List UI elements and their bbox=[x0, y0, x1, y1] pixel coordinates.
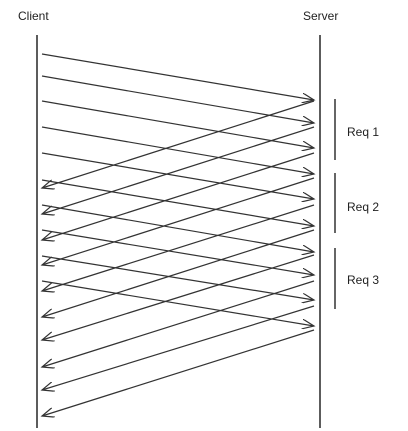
req-3-label: Req 3 bbox=[347, 273, 379, 287]
server-label: Server bbox=[303, 9, 338, 23]
response-arrow-3 bbox=[42, 152, 315, 240]
request-arrow-4 bbox=[41, 126, 314, 174]
request-arrow-8 bbox=[41, 229, 314, 275]
request-arrow-10 bbox=[41, 280, 314, 326]
request-arrow-9 bbox=[41, 255, 314, 300]
message-arrows bbox=[41, 53, 315, 416]
response-arrow-8 bbox=[42, 280, 315, 367]
req-2-label: Req 2 bbox=[347, 200, 379, 214]
request-arrow-5 bbox=[41, 152, 314, 199]
request-arrow-7 bbox=[41, 204, 314, 252]
response-arrow-6 bbox=[42, 229, 315, 317]
response-arrow-7 bbox=[42, 254, 315, 340]
request-arrow-6 bbox=[41, 179, 314, 226]
request-arrow-2 bbox=[41, 75, 314, 123]
request-arrow-3 bbox=[41, 100, 314, 148]
response-arrow-4 bbox=[42, 177, 315, 265]
request-arrow-1 bbox=[41, 53, 314, 100]
response-arrow-9 bbox=[42, 305, 315, 390]
client-label: Client bbox=[18, 9, 49, 23]
response-arrow-5 bbox=[42, 204, 315, 291]
response-arrow-2 bbox=[42, 126, 315, 214]
response-arrow-10 bbox=[42, 329, 315, 416]
response-arrow-1 bbox=[42, 100, 315, 188]
req-1-label: Req 1 bbox=[347, 125, 379, 139]
